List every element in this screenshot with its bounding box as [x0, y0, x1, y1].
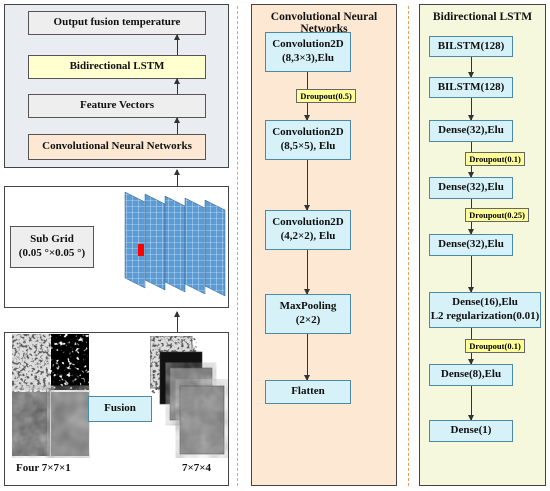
cnn-summary-box: Convolutional Neural Networks: [28, 134, 206, 160]
maxpooling-block: MaxPooling (2×2): [265, 294, 351, 334]
subgrid-resolution: (0.05 °×0.05 °): [18, 247, 86, 259]
bilstm-1-name: BILSTM(128): [437, 39, 505, 52]
dense-block-4: Dense(16),Elu L2 regularization(0.01): [429, 292, 541, 328]
flatten-block: Flatten: [265, 380, 351, 404]
conv2d-3-params: (4,2×2), Elu: [280, 230, 336, 242]
fusion-label: Fusion: [104, 402, 136, 415]
conv2d-block-2: Convolution2D (8,5×5), Elu: [265, 120, 351, 160]
dense-4-name: Dense(16),Elu: [452, 296, 518, 309]
lstm-dropout-3: Droupout(0.1): [465, 339, 525, 353]
subgrid-layers-graphic: [124, 191, 226, 297]
dense-5-name: Dense(8),Elu: [440, 368, 502, 381]
input-image-4: [51, 392, 89, 456]
fusion-box: Fusion: [88, 396, 152, 422]
cnn-dropout: Droupout(0.5): [296, 89, 356, 103]
dense-1-name: Dense(32),Elu: [438, 124, 504, 137]
conv2d-2-params: (8,5×5), Elu: [280, 140, 336, 152]
conv2d-1-params: (8,3×3),Elu: [281, 52, 335, 64]
dense-block-1: Dense(32),Elu: [429, 120, 513, 142]
fused-image-stack: [150, 336, 225, 455]
input-image-3: [12, 392, 50, 456]
lstm-dropout-2: Droupout(0.25): [465, 208, 529, 222]
dense-block-6: Dense(1): [429, 420, 513, 442]
bilstm-block-1: BILSTM(128): [429, 36, 513, 57]
subgrid-box: Sub Grid (0.05 °×0.05 °): [10, 226, 94, 268]
separator-2: [408, 6, 409, 486]
cnn-summary-label: Convolutional Neural Networks: [42, 140, 192, 153]
conv2d-block-1: Convolution2D (8,3×3),Elu: [265, 32, 351, 72]
fused-layer-4: [179, 385, 225, 455]
dense-3-name: Dense(32),Elu: [438, 238, 504, 251]
layer-2: [144, 193, 166, 291]
bilstm-block-2: BILSTM(128): [429, 77, 513, 98]
conv2d-3-name: Convolution2D: [272, 216, 344, 229]
bilstm-box: Bidirectional LSTM: [28, 55, 206, 79]
subgrid-label: Sub Grid: [30, 233, 74, 246]
dense-block-5: Dense(8),Elu: [429, 364, 513, 386]
bilstm-label: Bidirectional LSTM: [69, 60, 165, 73]
input-dims-label: Four 7×7×1: [16, 462, 71, 474]
layer-1: [124, 191, 146, 289]
dense-6-name: Dense(1): [450, 424, 492, 437]
output-box: Output fusion temperature: [28, 11, 206, 35]
feature-vectors-label: Feature Vectors: [79, 99, 155, 112]
dense-block-2: Dense(32),Elu: [429, 177, 513, 199]
input-image-2: [51, 334, 89, 390]
fused-dims-label: 7×7×4: [182, 462, 212, 474]
separator-1: [237, 6, 238, 486]
maxpooling-name: MaxPooling: [279, 300, 337, 313]
dense-2-name: Dense(32),Elu: [438, 181, 504, 194]
layer-4: [184, 197, 206, 295]
lstm-dropout-1: Droupout(0.1): [465, 152, 525, 166]
flatten-name: Flatten: [291, 385, 325, 398]
feature-vectors-box: Feature Vectors: [28, 94, 206, 118]
l2-regularization: L2 regularization(0.01): [430, 310, 540, 322]
conv2d-block-3: Convolution2D (4,2×2), Elu: [265, 210, 351, 250]
dense-block-3: Dense(32),Elu: [429, 234, 513, 256]
conv2d-1-name: Convolution2D: [272, 38, 344, 51]
lstm-panel-title: Bidirectional LSTM: [432, 11, 533, 23]
selected-subgrid-cell: [138, 244, 144, 256]
input-images: [12, 334, 89, 456]
conv2d-2-name: Convolution2D: [272, 126, 344, 139]
input-image-1: [12, 334, 50, 390]
output-label: Output fusion temperature: [53, 16, 181, 29]
bilstm-2-name: BILSTM(128): [437, 80, 505, 93]
maxpooling-params: (2×2): [295, 314, 321, 326]
layer-3: [164, 195, 186, 293]
layer-5: [204, 199, 226, 297]
